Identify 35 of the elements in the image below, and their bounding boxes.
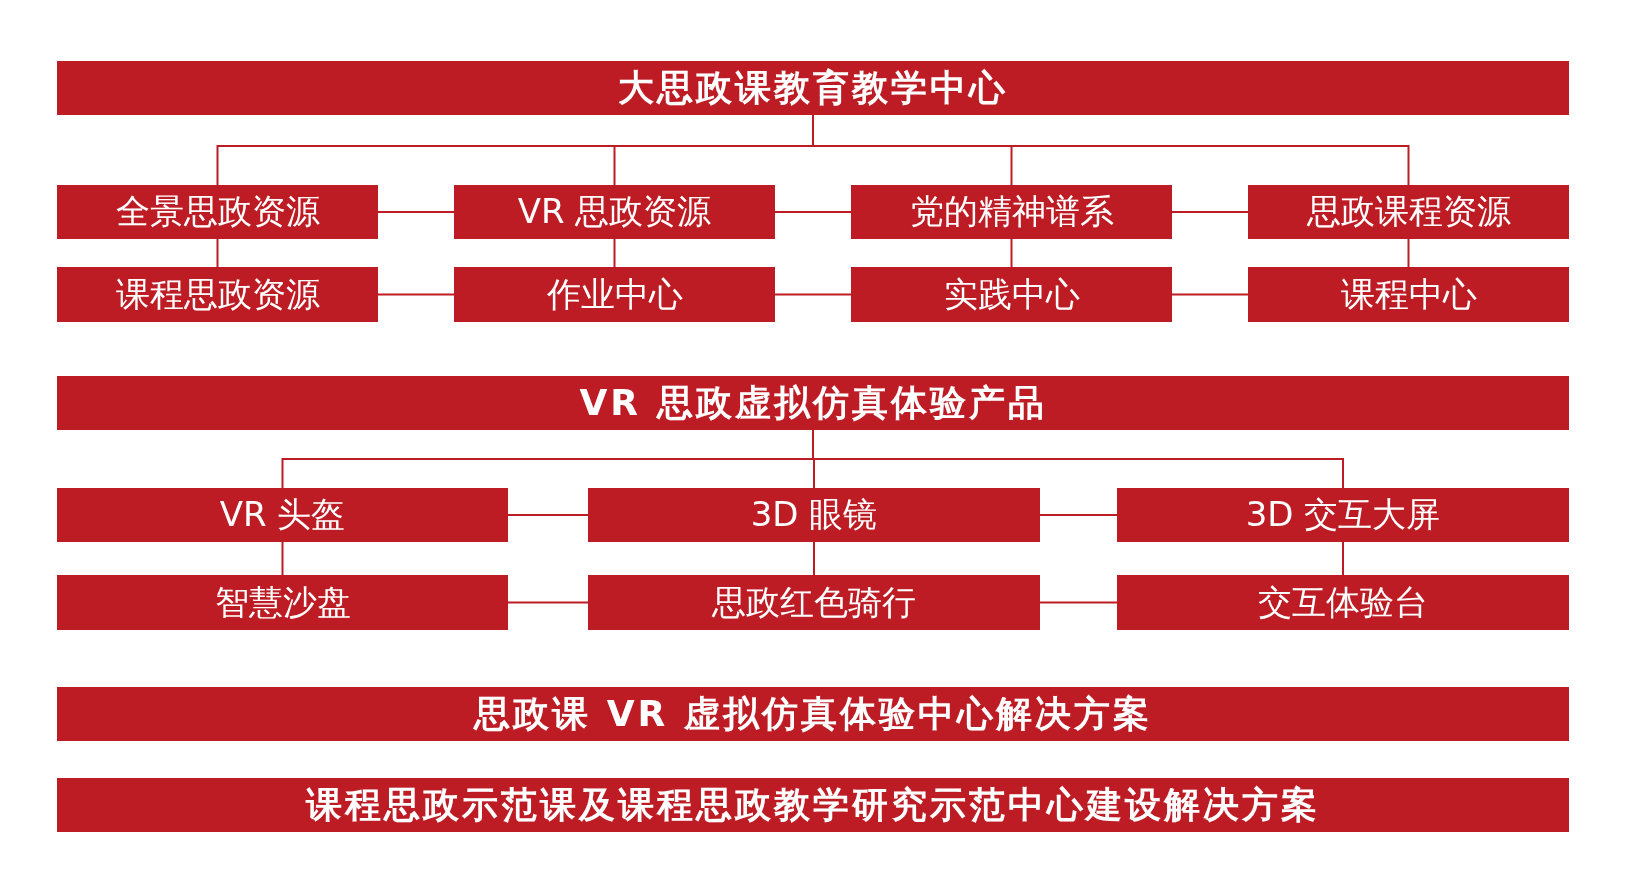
connector-line [1171, 293, 1249, 296]
category-box: 智慧沙盘 [57, 575, 508, 630]
header-bar: 大思政课教育教学中心 [57, 61, 1569, 115]
category-box: VR 思政资源 [454, 185, 775, 239]
category-box: 课程中心 [1248, 267, 1569, 322]
category-box: 3D 眼镜 [588, 488, 1040, 542]
category-box: 作业中心 [454, 267, 775, 322]
category-box: 全景思政资源 [57, 185, 378, 239]
connector-line [1039, 601, 1118, 604]
connector-line [774, 211, 852, 213]
connector-line [1342, 541, 1344, 576]
connector-line [216, 238, 219, 268]
header-bar: 课程思政示范课及课程思政教学研究示范中心建设解决方案 [57, 778, 1569, 832]
connector-line [813, 541, 815, 576]
header-bar: 思政课 VR 虚拟仿真体验中心解决方案 [57, 687, 1569, 741]
category-box: 思政红色骑行 [588, 575, 1040, 630]
connector-line [281, 541, 284, 576]
connector-line [1010, 238, 1013, 268]
connector-line [1407, 238, 1410, 268]
connector-line [377, 211, 455, 213]
connector-line [774, 293, 852, 296]
category-box: 3D 交互大屏 [1117, 488, 1569, 542]
connector-line [613, 238, 616, 268]
connector-line [1171, 211, 1249, 213]
category-box: 交互体验台 [1117, 575, 1569, 630]
connector-line [507, 514, 589, 516]
category-box: 课程思政资源 [57, 267, 378, 322]
connector-line [1039, 514, 1118, 516]
category-box: 实践中心 [851, 267, 1172, 322]
connector-line [507, 601, 589, 604]
category-box: 思政课程资源 [1248, 185, 1569, 239]
header-bar: VR 思政虚拟仿真体验产品 [57, 376, 1569, 430]
category-box: VR 头盔 [57, 488, 508, 542]
connector-line [377, 293, 455, 296]
category-box: 党的精神谱系 [851, 185, 1172, 239]
